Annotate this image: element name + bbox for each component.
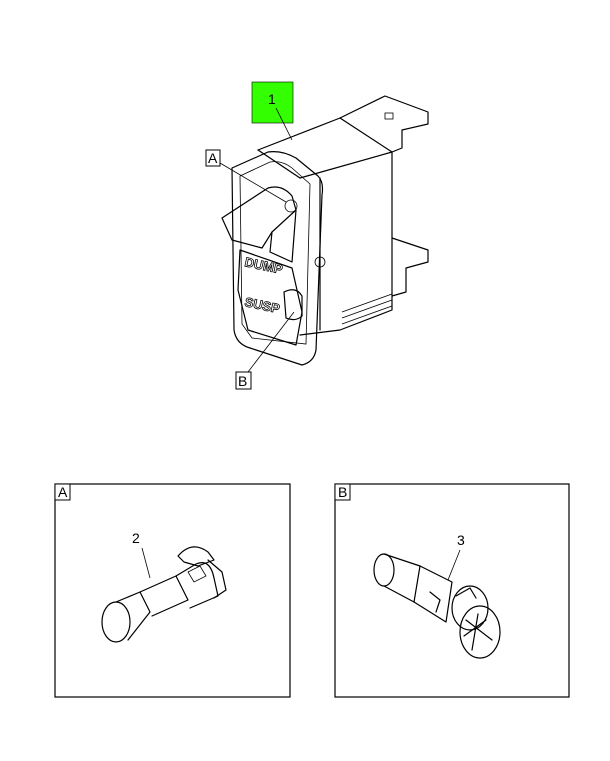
rocker-switch-assembly: DUMP SUSP	[221, 95, 429, 366]
callout-2-leader	[141, 547, 151, 579]
legend-dump: DUMP	[243, 254, 284, 277]
callout-1-label: 1	[268, 91, 276, 107]
callout-b[interactable]: B	[235, 311, 295, 390]
callout-1-highlight	[251, 81, 294, 124]
detail-a-tag: A	[58, 484, 68, 500]
callout-3-leader	[447, 549, 461, 581]
legend-susp: SUSP	[243, 294, 281, 316]
lamp-socket-part	[373, 553, 501, 659]
callout-b-label: B	[238, 373, 247, 389]
detail-b-tag: B	[338, 484, 347, 500]
detail-panel-a: A 2	[54, 483, 291, 698]
lamp-bulb-part	[101, 546, 227, 643]
callout-1[interactable]: 1	[251, 81, 294, 141]
callout-a[interactable]: A	[205, 149, 287, 203]
callout-3-label: 3	[457, 532, 465, 548]
callout-a-label: A	[208, 150, 218, 166]
detail-panel-b: B 3	[334, 483, 570, 698]
callout-2-label: 2	[132, 530, 140, 546]
